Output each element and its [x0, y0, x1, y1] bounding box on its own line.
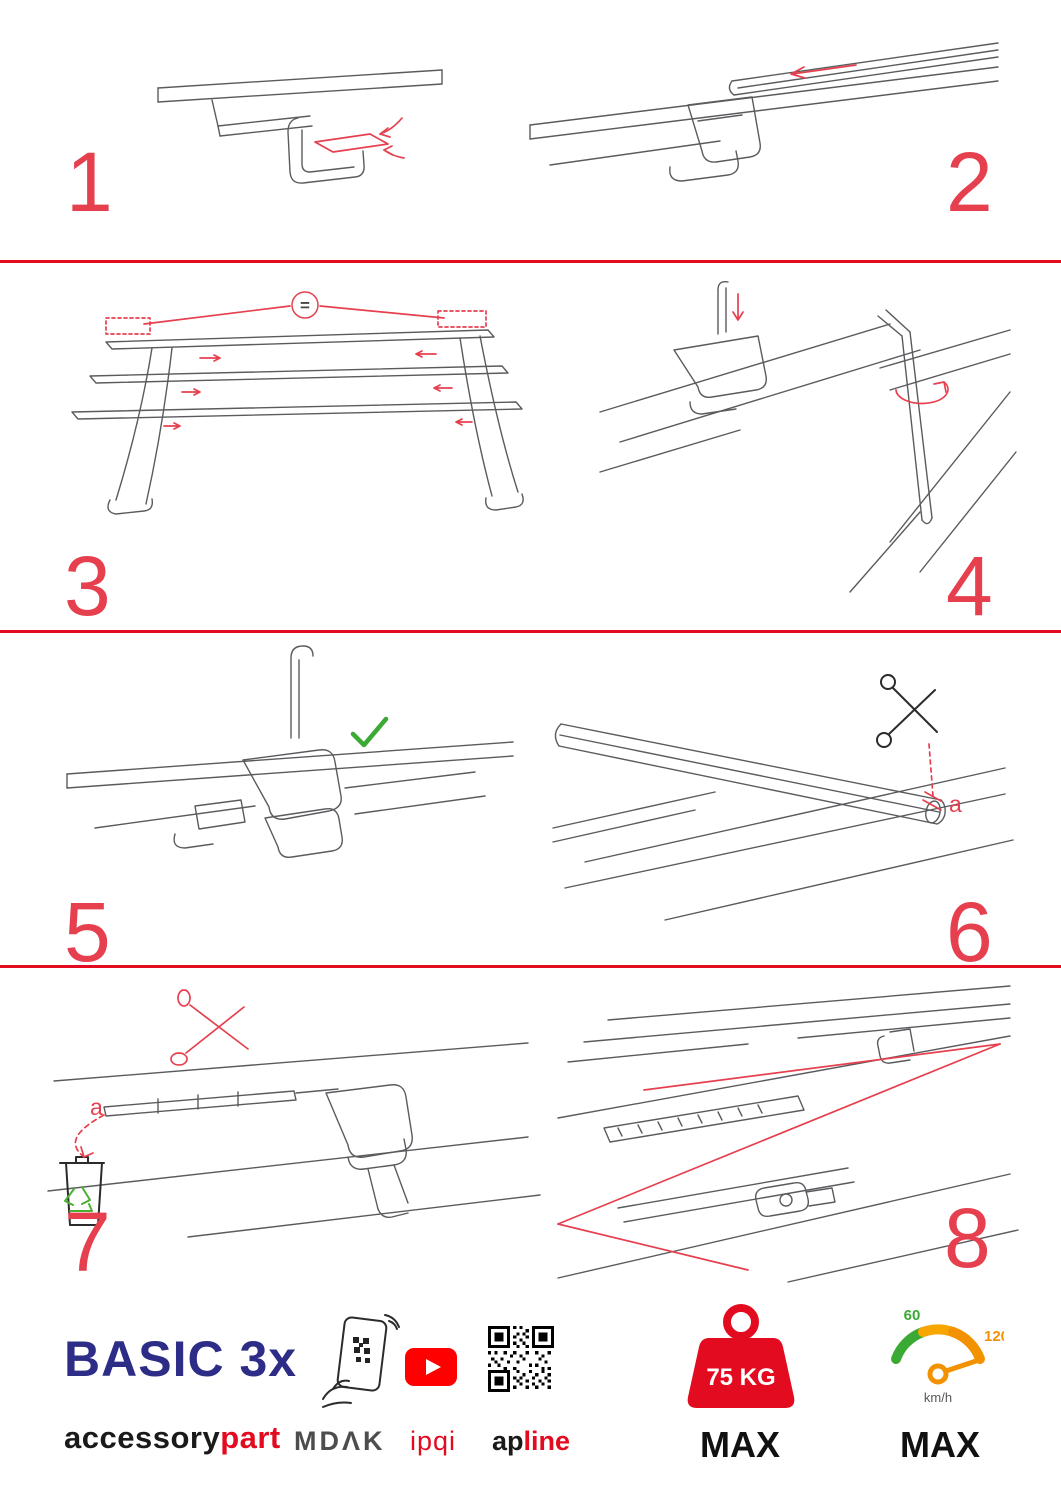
speed-low-label: 60: [904, 1307, 921, 1324]
youtube-icon: [405, 1348, 457, 1386]
phone-scan-icon: [315, 1313, 400, 1411]
section-divider-1: [0, 260, 1061, 263]
step-4-number: 4: [946, 539, 993, 633]
trash-bin-icon: [59, 1156, 105, 1226]
weight-icon: 75 KG: [675, 1300, 805, 1422]
step-1-illustration: [150, 58, 450, 238]
step-2-number: 2: [946, 135, 993, 229]
step-7-illustration: a: [38, 985, 543, 1240]
recycle-icon: [64, 1186, 93, 1212]
apline-suffix: line: [523, 1426, 571, 1456]
equals-badge: =: [291, 291, 319, 319]
speed-max-label: MAX: [900, 1424, 980, 1465]
step-3-illustration: =: [40, 278, 550, 533]
slide-arrow: [790, 64, 857, 79]
weight-max-label: MAX: [700, 1424, 780, 1465]
speedometer-icon: 60 120 km/h: [876, 1296, 1004, 1420]
check-icon: [350, 716, 389, 748]
press-and-turn-arrows: [732, 293, 949, 405]
logo-ipqi: ipqi: [410, 1426, 457, 1456]
scissors-icon: [876, 674, 938, 748]
apline-prefix: ap: [492, 1426, 524, 1456]
step-2-illustration: [520, 25, 1010, 225]
brand-logo: accessorypart: [64, 1420, 281, 1456]
step-8-illustration: [548, 978, 1023, 1283]
product-name: BASIC 3x: [64, 1331, 298, 1387]
logo-apline: apline: [492, 1426, 570, 1457]
logo-mdak: MDΛK: [294, 1426, 386, 1456]
speed-unit-label: km/h: [924, 1390, 952, 1405]
discard-arrow: [74, 1114, 105, 1158]
weight-value: 75 KG: [706, 1364, 775, 1391]
qr-code: [488, 1326, 554, 1392]
section-divider-2: [0, 630, 1061, 633]
section-divider-3: [0, 965, 1061, 968]
step-6-number: 6: [946, 885, 993, 979]
step-5-illustration: [55, 638, 525, 913]
brand-prefix: accessory: [64, 1420, 221, 1455]
step-3-number: 3: [64, 539, 111, 633]
speed-high-label: 120: [984, 1328, 1004, 1345]
insert-pad-highlight: [314, 117, 405, 159]
cut-mark: [922, 743, 942, 811]
alignment-lines: [557, 1043, 1001, 1271]
step-5-number: 5: [64, 885, 111, 979]
cut-label-a: a: [949, 791, 962, 817]
step-7-number: 7: [64, 1195, 111, 1289]
offcut-label-a: a: [90, 1094, 103, 1120]
step-6-illustration: a: [545, 672, 1015, 922]
step-8-number: 8: [944, 1191, 991, 1285]
step-4-illustration: [590, 272, 1020, 612]
scissors-icon: [170, 989, 249, 1066]
brand-suffix: part: [220, 1420, 281, 1455]
step-1-number: 1: [66, 135, 113, 229]
svg-text:=: =: [300, 296, 310, 315]
